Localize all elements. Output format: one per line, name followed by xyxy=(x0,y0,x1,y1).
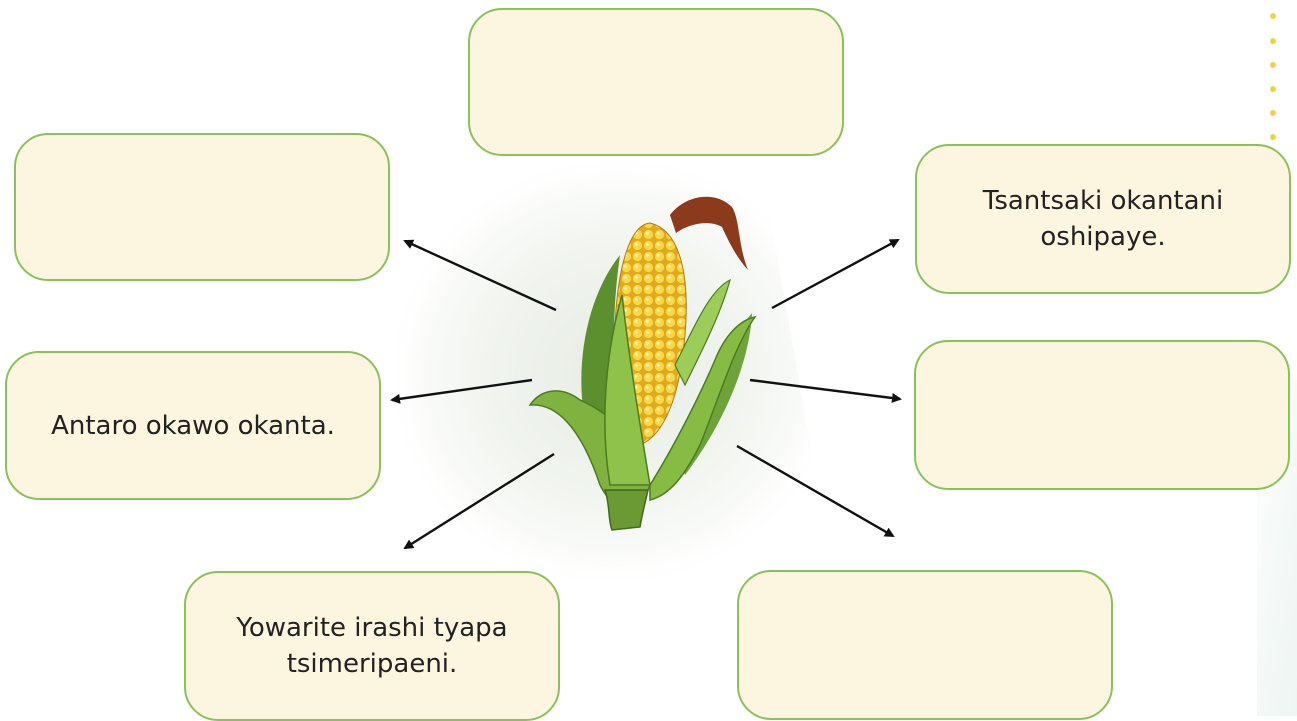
label-box-right-bottom[interactable] xyxy=(737,570,1113,720)
label-box-right-mid[interactable] xyxy=(914,340,1290,490)
label-box-left-bottom[interactable]: Yowarite irashi tyapa tsimeripaeni. xyxy=(184,571,560,721)
arrow-to-right-bottom xyxy=(737,446,893,536)
label-box-right-top[interactable]: Tsantsaki okantani oshipaye. xyxy=(915,144,1291,294)
arrow-to-right-mid xyxy=(750,380,900,399)
label-box-left-mid[interactable]: Antaro okawo okanta. xyxy=(5,351,381,500)
label-box-top[interactable] xyxy=(468,8,844,156)
label-box-text: Yowarite irashi tyapa tsimeripaeni. xyxy=(204,610,540,682)
arrow-to-left-top xyxy=(405,241,556,310)
label-box-left-top[interactable] xyxy=(14,133,390,281)
arrow-to-right-top xyxy=(772,240,898,308)
arrow-to-left-bottom xyxy=(405,454,554,548)
arrow-to-left-mid xyxy=(392,380,532,400)
label-box-text: Tsantsaki okantani oshipaye. xyxy=(935,183,1271,255)
label-box-text: Antaro okawo okanta. xyxy=(51,408,335,444)
